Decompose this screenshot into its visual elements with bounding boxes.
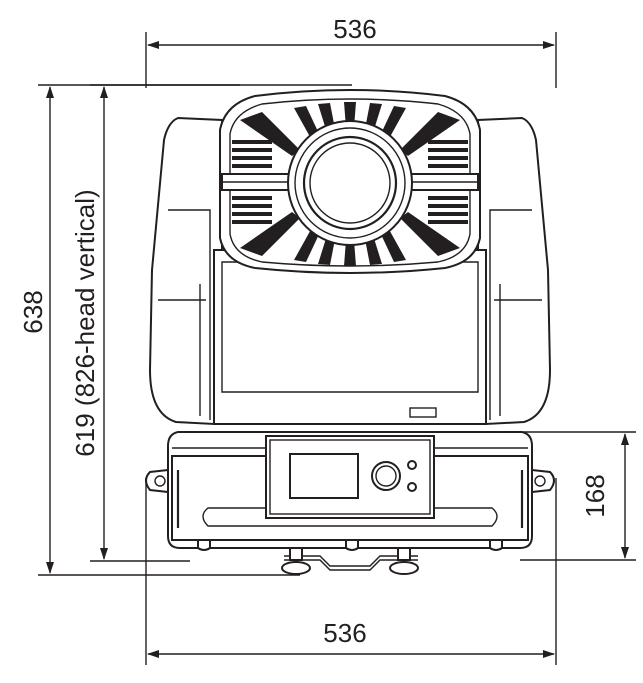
panel-button-bottom — [407, 482, 417, 492]
left-handle — [145, 468, 169, 494]
base — [145, 431, 555, 551]
lens — [302, 135, 398, 231]
display-screen — [289, 453, 359, 499]
yoke-body — [213, 249, 487, 425]
base-height-label: 168 — [580, 474, 610, 517]
left-vents — [232, 140, 272, 224]
dimension-top-width: 536 — [145, 14, 557, 88]
head-fins — [240, 102, 460, 266]
moving-head — [219, 89, 481, 274]
top-width-label: 536 — [333, 14, 376, 44]
left-yoke-arm — [148, 116, 223, 426]
right-handle — [531, 468, 555, 494]
total-height-label: 638 — [18, 290, 48, 333]
bottom-width-label: 536 — [323, 618, 366, 648]
omega-bracket — [281, 547, 419, 575]
right-vents — [428, 140, 468, 224]
dimension-bottom-width: 536 — [145, 478, 557, 665]
panel-button-top — [407, 460, 417, 470]
dimension-head-height: 619 (826-head vertical) — [70, 84, 240, 562]
head-height-label: 619 (826-head vertical) — [70, 189, 100, 456]
right-yoke-arm — [477, 116, 552, 426]
lens-outer-ring — [287, 120, 413, 246]
dimension-total-height: 638 — [18, 84, 352, 576]
right-clamp — [389, 561, 419, 575]
left-clamp — [281, 561, 311, 575]
dimension-base-height: 168 — [520, 431, 636, 561]
